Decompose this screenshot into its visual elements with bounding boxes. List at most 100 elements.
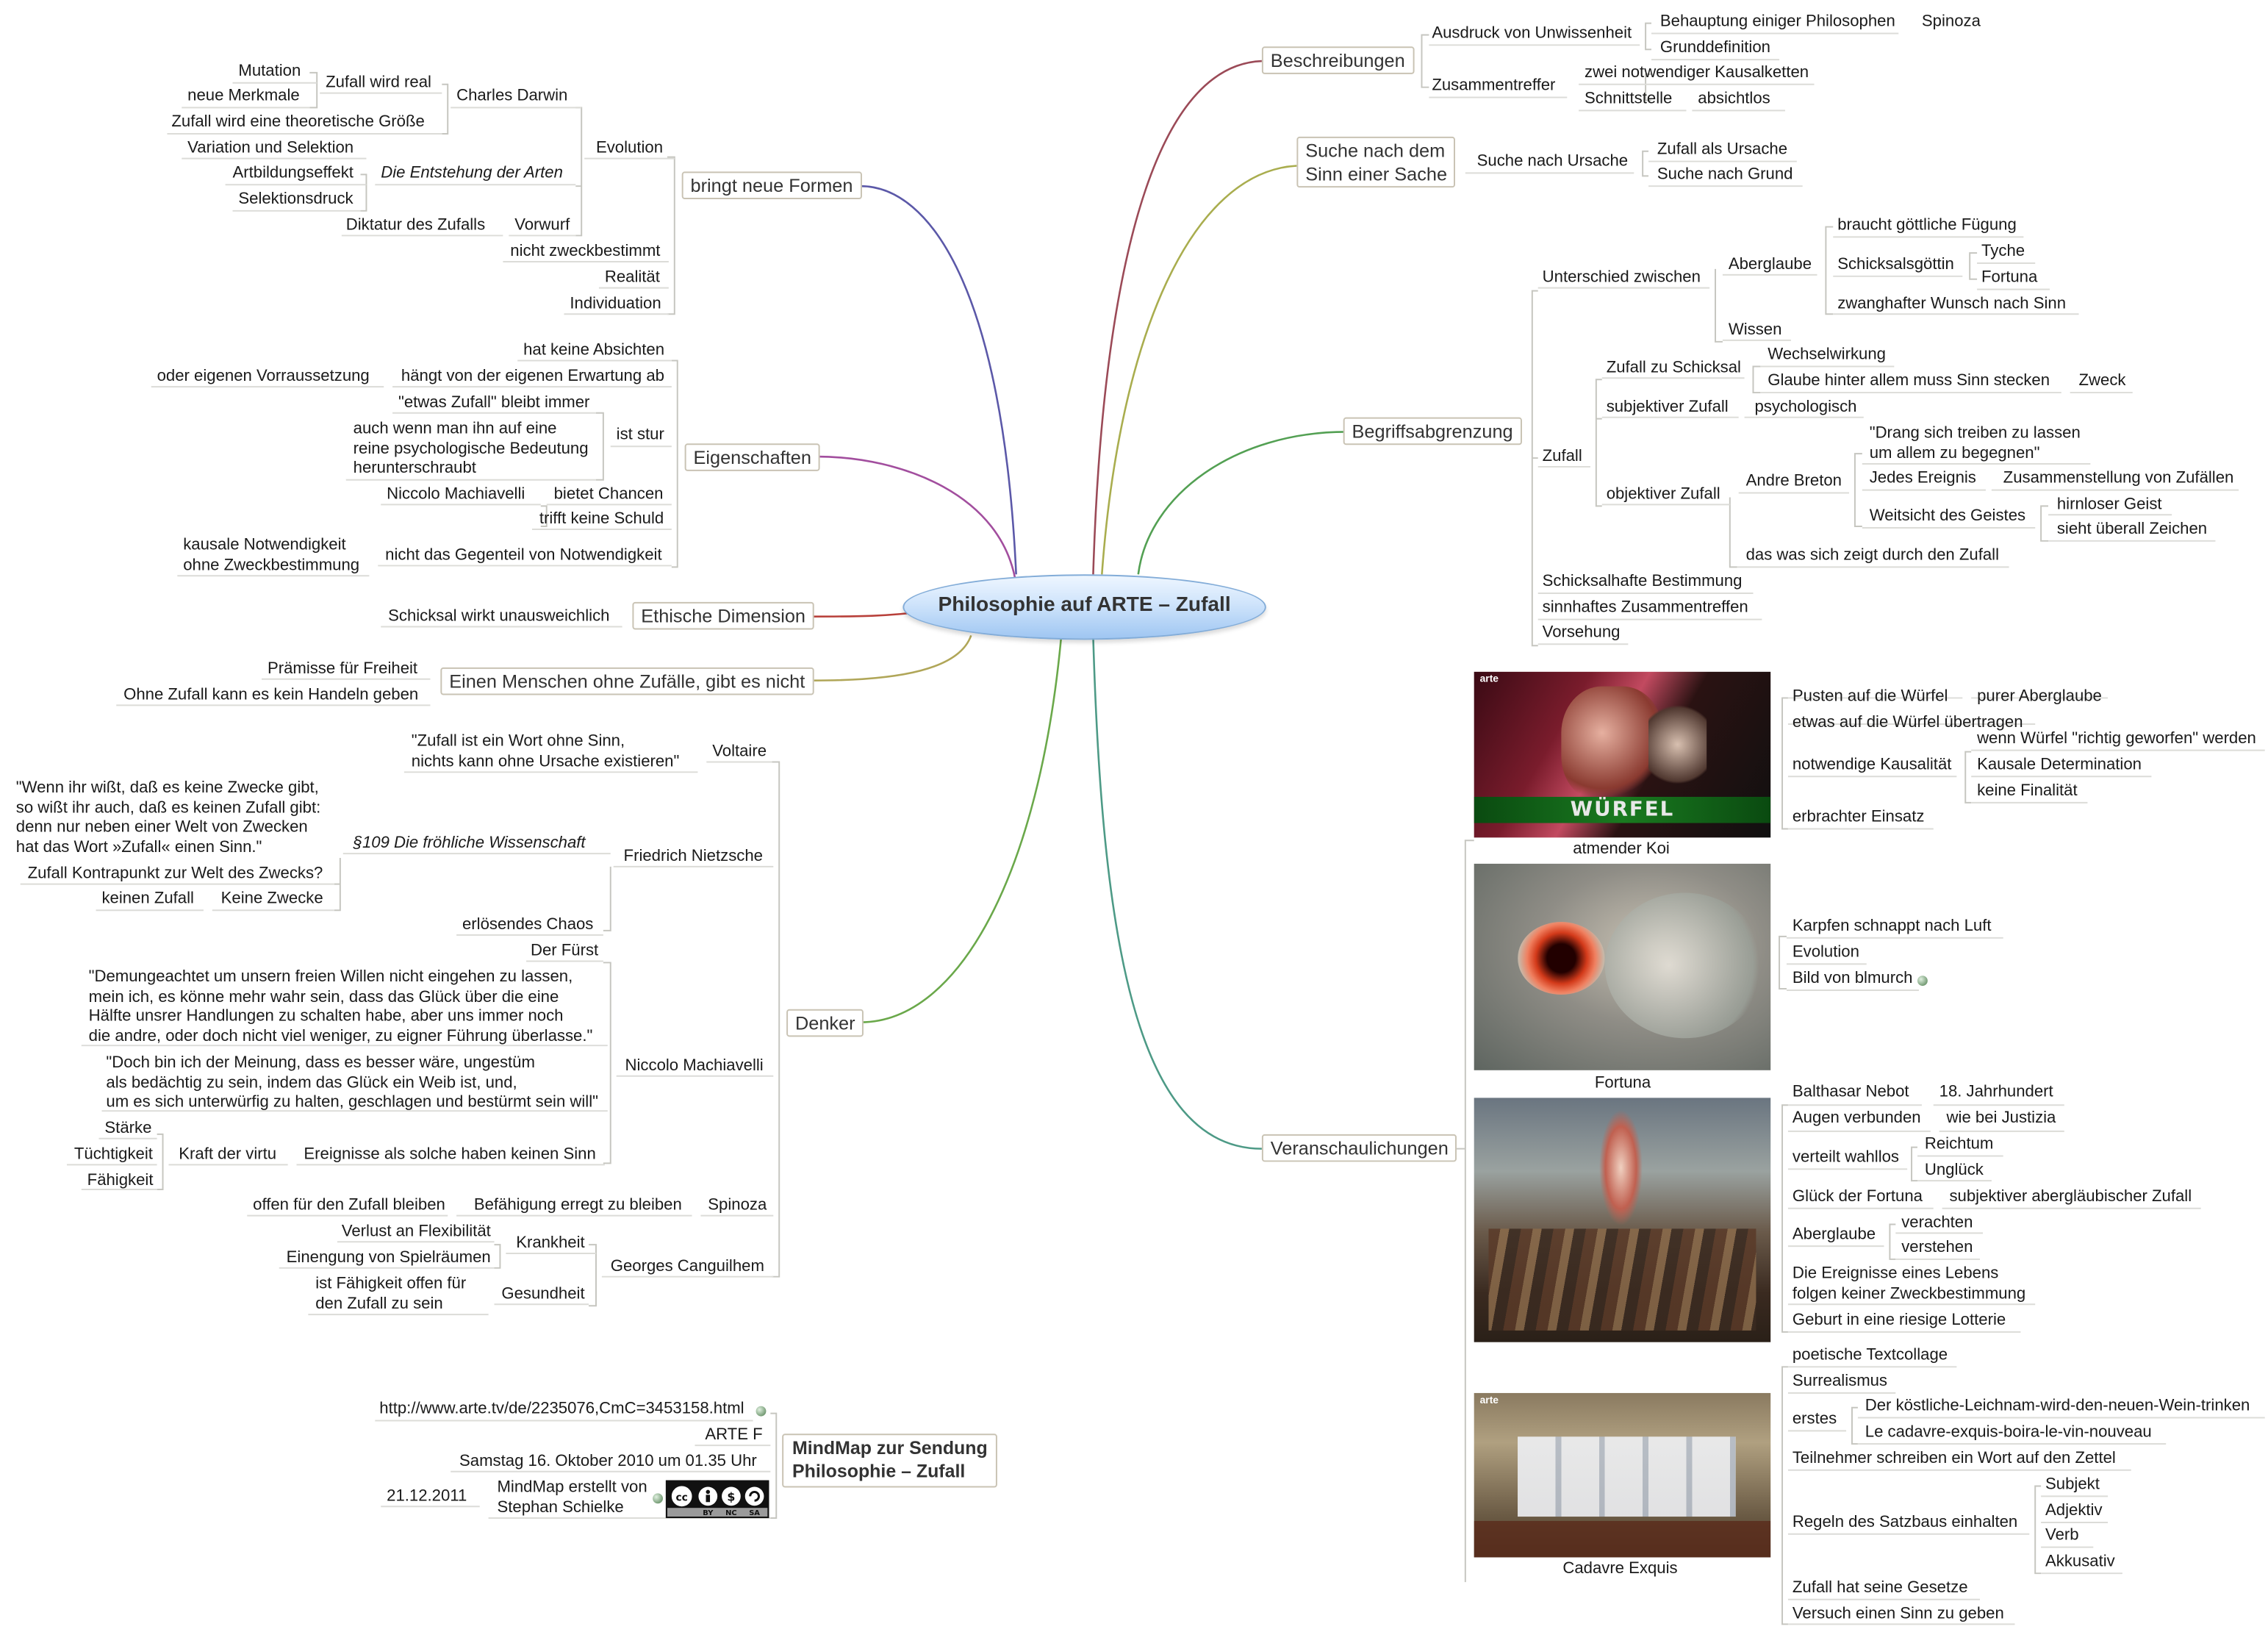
node-ereignisse-eines-lebens[interactable]: Die Ereignisse eines Lebens folgen keine… — [1792, 1264, 2026, 1303]
node-mutation[interactable]: Mutation — [238, 62, 301, 80]
node-etwas-zufall[interactable]: "etwas Zufall" bleibt immer — [398, 394, 590, 412]
node-faehigkeit[interactable]: Fähigkeit — [87, 1172, 154, 1190]
node-verb[interactable]: Verb — [2045, 1526, 2079, 1545]
node-le-cadavre[interactable]: Le cadavre-exquis-boira-le-vin-nouveau — [1865, 1423, 2152, 1442]
node-hirnloser-geist[interactable]: hirnloser Geist — [2056, 495, 2162, 514]
node-verteilt-wahllos[interactable]: verteilt wahllos — [1792, 1148, 1900, 1167]
node-spinoza-l[interactable]: Spinoza — [708, 1196, 767, 1214]
branch-begriffsabgrenzung[interactable]: Begriffsabgrenzung — [1343, 417, 1522, 445]
branch-eigenschaften[interactable]: Eigenschaften — [684, 443, 820, 471]
node-befaehigung[interactable]: Befähigung erregt zu bleiben — [473, 1196, 682, 1214]
node-zusammentreffer[interactable]: Zusammentreffer — [1432, 76, 1556, 95]
node-suche-nach-grund[interactable]: Suche nach Grund — [1657, 165, 1793, 184]
node-notwendige-kausalitaet[interactable]: notwendige Kausalität — [1792, 756, 1952, 774]
node-vorwurf[interactable]: Vorwurf — [514, 216, 570, 235]
image-koi[interactable] — [1474, 863, 1771, 1070]
node-einengung[interactable]: Einengung von Spielräumen — [286, 1249, 491, 1267]
node-kontrapunkt[interactable]: Zufall Kontrapunkt zur Welt des Zwecks? — [27, 865, 323, 883]
node-individuation[interactable]: Individuation — [570, 295, 661, 313]
node-ist-stur[interactable]: ist stur — [616, 426, 664, 444]
link-arte-url[interactable]: http://www.arte.tv/de/2235076,CmC=345315… — [379, 1400, 744, 1418]
node-subjektiver-aberglaeubischer[interactable]: subjektiver abergläubischer Zufall — [1949, 1188, 2192, 1206]
node-trifft-keine-schuld[interactable]: trifft keine Schuld — [539, 510, 664, 529]
node-kausale-notwendigkeit[interactable]: kausale Notwendigkeit ohne Zweckbestimmu… — [183, 536, 360, 574]
node-paragraph-109[interactable]: §109 Die fröhliche Wissenschaft — [353, 834, 586, 853]
node-ereignisse-ohne-sinn[interactable]: Ereignisse als solche haben keinen Sinn — [304, 1145, 596, 1164]
node-zwanghafter-wunsch[interactable]: zwanghafter Wunsch nach Sinn — [1837, 295, 2067, 313]
node-auch-wenn[interactable]: auch wenn man ihn auf eine reine psychol… — [353, 420, 589, 477]
node-spinoza-r[interactable]: Spinoza — [1921, 12, 1981, 31]
node-evolution-koi[interactable]: Evolution — [1792, 943, 1859, 962]
node-sendetermin[interactable]: Samstag 16. Oktober 2010 um 01.35 Uhr — [459, 1453, 757, 1470]
node-gegenteil-notwendigkeit[interactable]: nicht das Gegenteil von Notwendigkeit — [385, 546, 662, 565]
node-absichtlos[interactable]: absichtlos — [1698, 90, 1770, 108]
node-offen-fuer-zufall[interactable]: offen für den Zufall bleiben — [253, 1196, 445, 1214]
branch-denker[interactable]: Denker — [786, 1009, 864, 1037]
node-voltaire[interactable]: Voltaire — [712, 742, 767, 761]
node-machiavelli-eigenschaft[interactable]: Niccolo Machiavelli — [387, 485, 525, 504]
node-richtig-geworfen[interactable]: wenn Würfel "richtig geworfen" werden — [1977, 729, 2256, 748]
node-objektiver-zufall[interactable]: objektiver Zufall — [1606, 485, 1720, 504]
node-psychologisch[interactable]: psychologisch — [1754, 398, 1857, 416]
node-augen-verbunden[interactable]: Augen verbunden — [1792, 1109, 1921, 1127]
node-wie-justizia[interactable]: wie bei Justizia — [1946, 1109, 2056, 1127]
attachment-icon[interactable] — [653, 1493, 663, 1504]
node-ist-faehigkeit[interactable]: ist Fähigkeit offen für den Zufall zu se… — [315, 1275, 467, 1313]
node-sinnhaftes-zusammentreffen[interactable]: sinnhaftes Zusammentreffen — [1542, 598, 1748, 617]
info-box-mindmap[interactable]: MindMap zur Sendung Philosophie – Zufall — [782, 1434, 998, 1488]
node-gesundheit[interactable]: Gesundheit — [501, 1285, 585, 1303]
node-verstehen[interactable]: verstehen — [1901, 1239, 1973, 1256]
node-teilnehmer[interactable]: Teilnehmer schreiben ein Wort auf den Ze… — [1792, 1450, 2116, 1467]
node-wechselwirkung[interactable]: Wechselwirkung — [1768, 346, 1886, 364]
node-krankheit[interactable]: Krankheit — [516, 1234, 585, 1253]
node-behauptung[interactable]: Behauptung einiger Philosophen — [1659, 12, 1895, 31]
node-theoretische-groesse[interactable]: Zufall wird eine theoretische Größe — [171, 113, 425, 132]
node-glaube-sinn[interactable]: Glaube hinter allem muss Sinn stecken — [1768, 372, 2050, 390]
node-subjekt[interactable]: Subjekt — [2045, 1475, 2100, 1494]
node-datum[interactable]: 21.12.2011 — [387, 1487, 467, 1506]
branch-bringt-neue-formen[interactable]: bringt neue Formen — [681, 171, 862, 199]
node-eigene-erwartung[interactable]: hängt von der eigenen Erwartung ab — [401, 368, 664, 386]
node-andre-breton[interactable]: Andre Breton — [1745, 472, 1842, 490]
node-keine-finalitaet[interactable]: keine Finalität — [1977, 782, 2078, 800]
node-nietzsche-zitat[interactable]: "Wenn ihr wißt, daß es keine Zwecke gibt… — [15, 779, 321, 856]
node-goettliche-fuegung[interactable]: braucht göttliche Fügung — [1837, 216, 2017, 235]
node-das-was-sich-zeigt[interactable]: das was sich zeigt durch den Zufall — [1745, 546, 1999, 565]
node-verachten[interactable]: verachten — [1901, 1214, 1973, 1232]
creative-commons-badge[interactable]: cc $ BY NC SA — [665, 1480, 769, 1519]
node-variation-selektion[interactable]: Variation und Selektion — [187, 139, 354, 157]
node-keine-zwecke[interactable]: Keine Zwecke — [220, 890, 323, 908]
node-grunddefinition[interactable]: Grunddefinition — [1659, 39, 1770, 57]
node-artbildungseffekt[interactable]: Artbildungseffekt — [232, 164, 354, 182]
node-schicksal-unausweichlich[interactable]: Schicksal wirkt unausweichlich — [388, 607, 610, 626]
node-fortuna[interactable]: Fortuna — [1981, 268, 2038, 287]
node-bietet-chancen[interactable]: bietet Chancen — [553, 485, 664, 504]
node-zufall-zu-schicksal[interactable]: Zufall zu Schicksal — [1606, 359, 1741, 377]
node-kausale-determination[interactable]: Kausale Determination — [1977, 756, 2142, 774]
node-suche-nach-ursache[interactable]: Suche nach Ursache — [1476, 152, 1629, 171]
node-schicksalhafte-bestimmung[interactable]: Schicksalhafte Bestimmung — [1542, 573, 1743, 591]
node-georges-canguilhem[interactable]: Georges Canguilhem — [610, 1257, 764, 1275]
node-subjektiver-zufall[interactable]: subjektiver Zufall — [1606, 398, 1729, 416]
node-zwei-kausalketten[interactable]: zwei notwendiger Kausalketten — [1585, 64, 1809, 82]
node-kraft-der-virtu[interactable]: Kraft der virtu — [179, 1145, 277, 1164]
node-sieht-zeichen[interactable]: sieht überall Zeichen — [2056, 520, 2208, 538]
node-hat-keine-absichten[interactable]: hat keine Absichten — [523, 341, 665, 359]
node-schnittstelle[interactable]: Schnittstelle — [1585, 90, 1673, 108]
node-vorsehung[interactable]: Vorsehung — [1542, 623, 1621, 642]
node-drang[interactable]: "Drang sich treiben zu lassen um allem z… — [1869, 424, 2081, 462]
node-balthasar-nebot[interactable]: Balthasar Nebot — [1792, 1083, 1909, 1101]
node-18-jahrhundert[interactable]: 18. Jahrhundert — [1939, 1083, 2053, 1101]
hyperlink-icon[interactable] — [756, 1406, 767, 1417]
node-demungeachtet-zitat[interactable]: "Demungeachtet um unsern freien Willen n… — [88, 968, 593, 1045]
branch-beschreibungen[interactable]: Beschreibungen — [1261, 46, 1414, 74]
node-erbrachter-einsatz[interactable]: erbrachter Einsatz — [1792, 808, 1925, 826]
image-wuerfel[interactable]: WÜRFEL arte — [1474, 671, 1771, 838]
node-entstehung-der-arten[interactable]: Die Entstehung der Arten — [381, 164, 563, 182]
node-reichtum[interactable]: Reichtum — [1924, 1135, 1994, 1153]
node-aberglaube[interactable]: Aberglaube — [1728, 256, 1812, 273]
node-wissen[interactable]: Wissen — [1728, 321, 1782, 339]
node-erloesendes-chaos[interactable]: erlösendes Chaos — [462, 916, 594, 934]
node-koestlicher-leichnam[interactable]: Der köstliche-Leichnam-wird-den-neuen-We… — [1865, 1397, 2250, 1415]
branch-suche-nach-sinn[interactable]: Suche nach dem Sinn einer Sache — [1296, 136, 1456, 188]
